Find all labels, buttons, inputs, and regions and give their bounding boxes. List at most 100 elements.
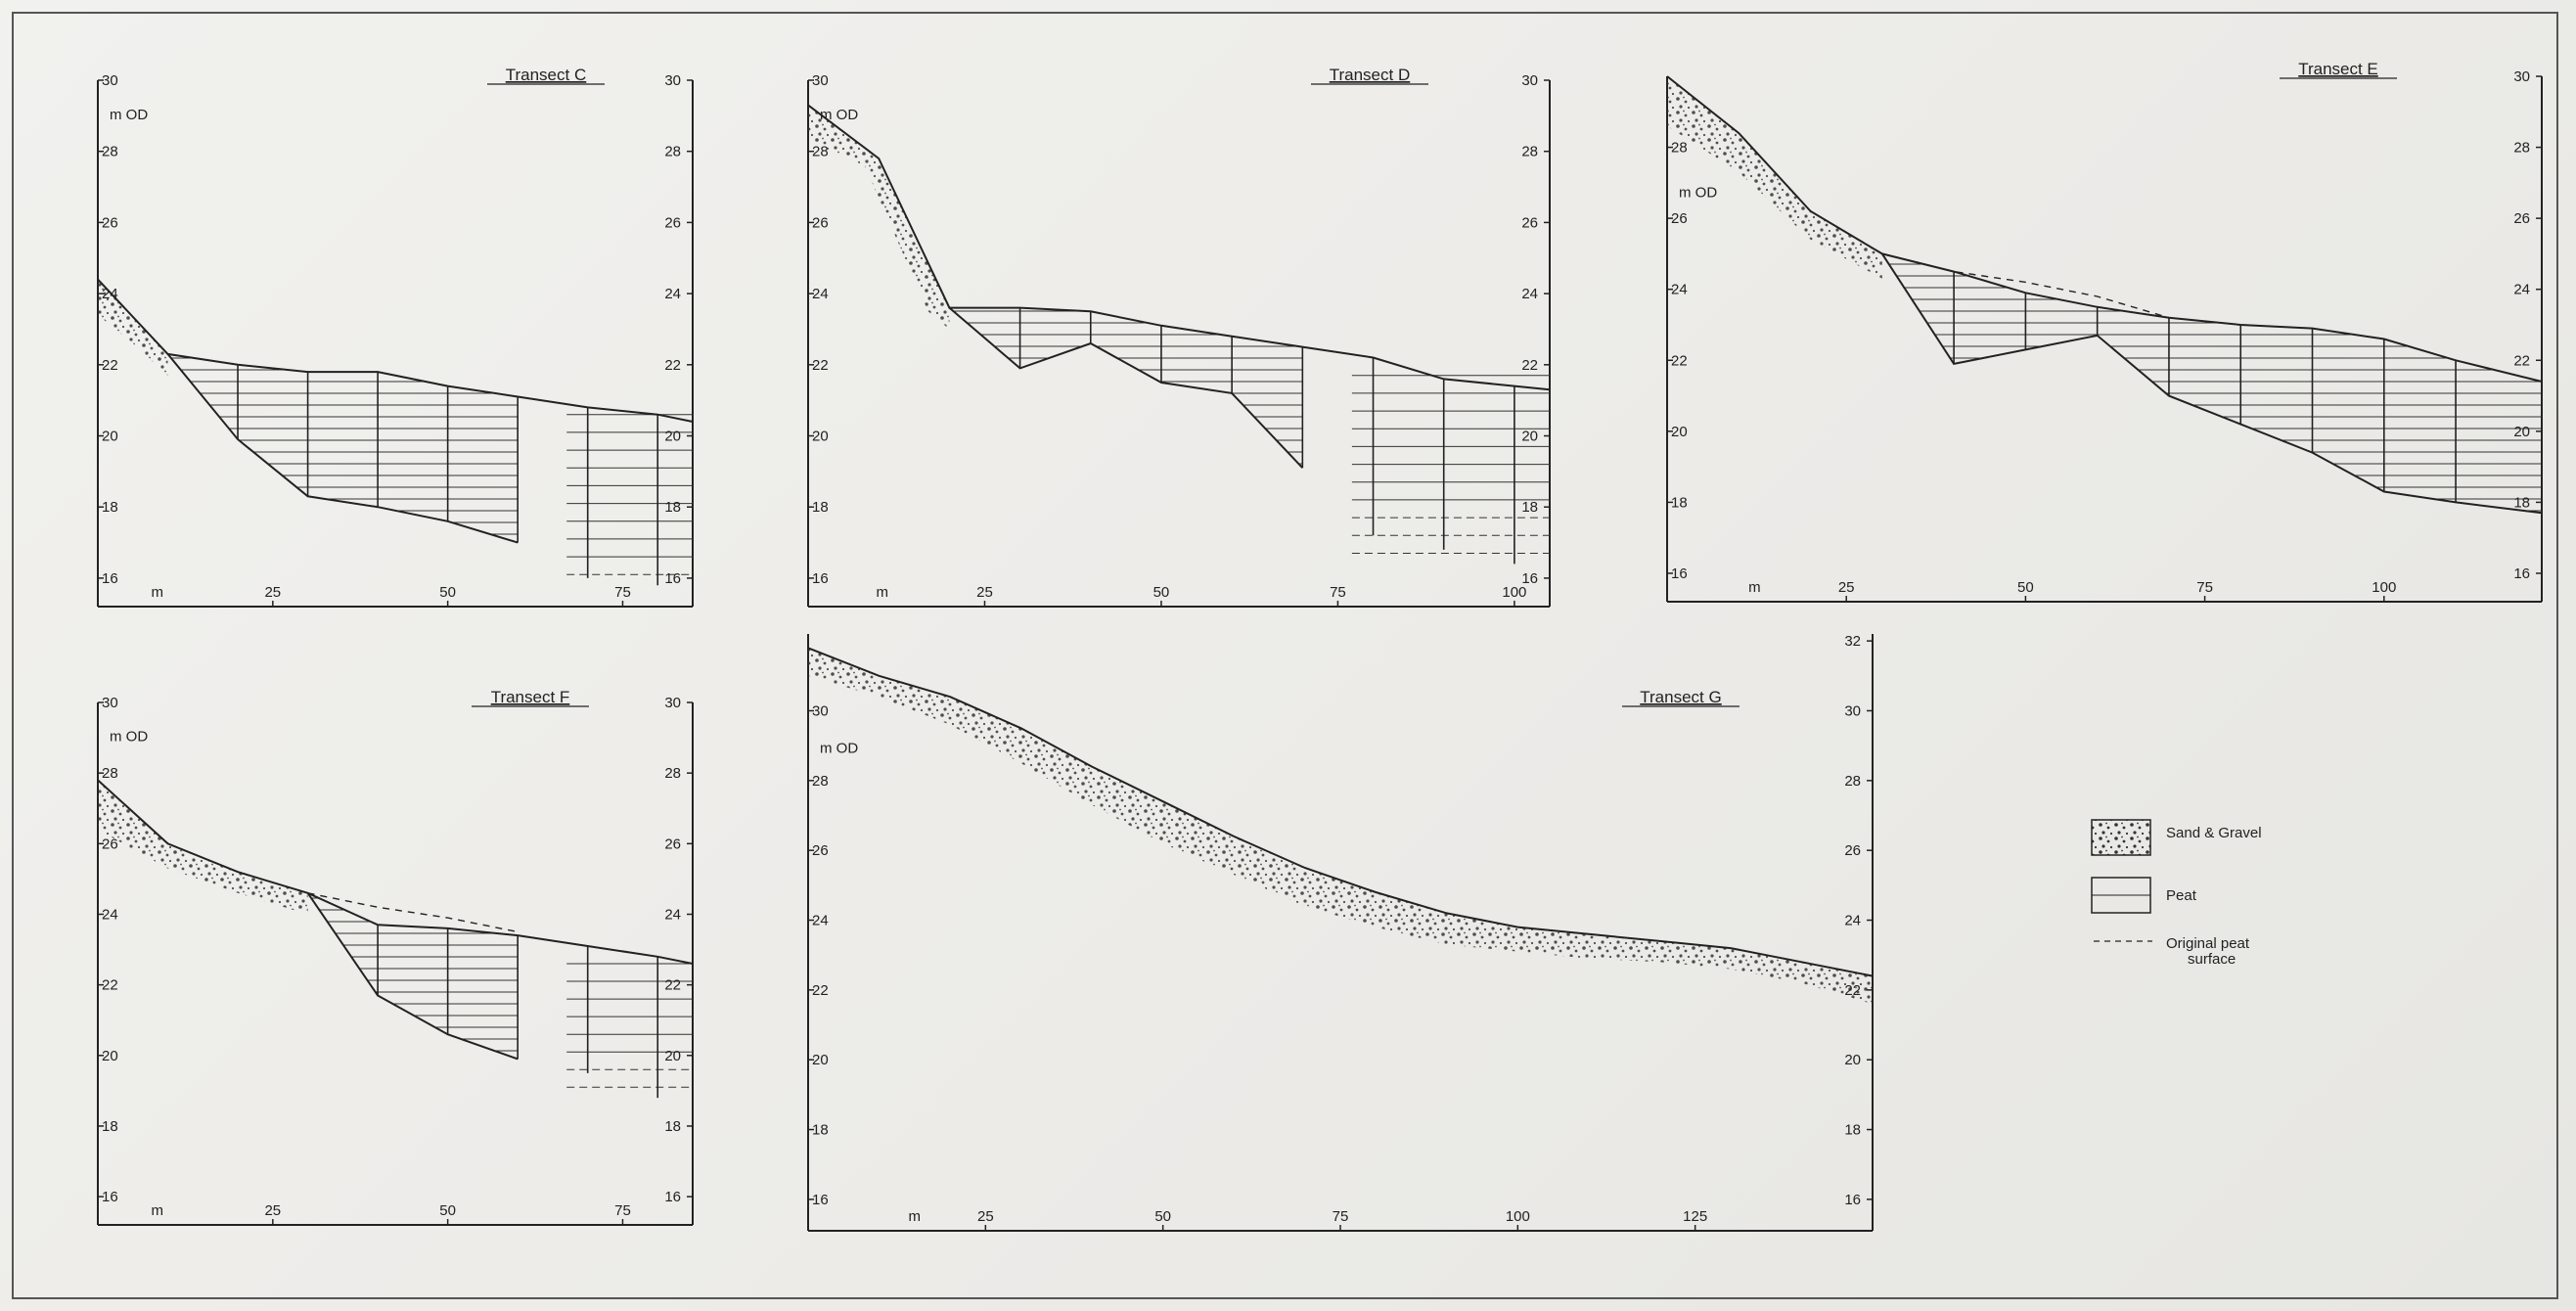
left-tick-label: 16 [102, 570, 118, 587]
x-tick-label: 100 [2372, 579, 2396, 596]
right-tick-label: 20 [1844, 1052, 1861, 1068]
left-tick-label: 16 [1671, 565, 1688, 582]
sand-gravel-fill [808, 648, 1873, 1005]
left-tick-label: 28 [1671, 140, 1688, 157]
right-tick-label: 20 [664, 1048, 681, 1064]
x-tick-label: 25 [264, 584, 281, 601]
original-peat-surface-line [307, 892, 519, 933]
left-tick-label: 24 [102, 286, 118, 302]
right-tick-label: 26 [664, 214, 681, 231]
right-tick-label: 30 [1844, 702, 1861, 719]
right-tick-label: 18 [664, 1118, 681, 1135]
x-tick-label: 50 [2017, 579, 2034, 596]
right-tick-label: 18 [1844, 1122, 1861, 1139]
transect-title: Transect D [1330, 66, 1411, 84]
x-axis-unit-label: m [1748, 579, 1761, 596]
peat-fill [1881, 253, 2542, 514]
peat-base-line [306, 892, 519, 1061]
x-tick-label: 75 [1330, 584, 1346, 601]
left-tick-label: 22 [102, 357, 118, 374]
left-tick-label: 24 [812, 913, 829, 929]
x-tick-label: 25 [1838, 579, 1855, 596]
left-tick-label: 20 [812, 1052, 829, 1068]
x-tick-label: 100 [1502, 584, 1526, 601]
left-tick-label: 30 [102, 72, 118, 89]
peat-fill [949, 307, 1303, 469]
left-tick-label: 28 [812, 773, 829, 790]
right-tick-label: 20 [2513, 424, 2530, 440]
left-tick-label: 24 [812, 286, 829, 302]
right-tick-label: 26 [664, 836, 681, 852]
left-tick-label: 30 [812, 72, 829, 89]
right-tick-label: 30 [1521, 72, 1538, 89]
left-tick-label: 26 [102, 214, 118, 231]
right-tick-label: 24 [1521, 286, 1538, 302]
original-peat-surface-line [1881, 252, 2170, 319]
sand-gravel-fill [98, 780, 308, 915]
right-tick-label: 30 [2513, 68, 2530, 85]
right-tick-label: 22 [1844, 982, 1861, 999]
right-tick-label: 24 [1844, 913, 1861, 929]
right-tick-label: 28 [664, 144, 681, 160]
sand-gravel-fill [1667, 76, 1882, 279]
left-tick-label: 26 [812, 214, 829, 231]
left-tick-label: 22 [102, 977, 118, 994]
left-tick-label: 22 [812, 982, 829, 999]
sand-gravel-fill [808, 105, 950, 330]
left-tick-label: 24 [1671, 282, 1688, 298]
sheet-border [12, 12, 2558, 1299]
right-tick-label: 18 [2513, 494, 2530, 511]
sand-gravel-fill [98, 279, 168, 376]
legend: Sand & Gravel Peat Original peat surface [2091, 819, 2262, 968]
right-tick-label: 30 [664, 695, 681, 711]
right-tick-label: 24 [2513, 282, 2530, 298]
right-tick-label: 16 [2513, 565, 2530, 582]
peat-fill [167, 353, 519, 543]
left-tick-label: 20 [1671, 424, 1688, 440]
x-tick-label: 50 [1153, 584, 1170, 601]
right-tick-label: 18 [1521, 499, 1538, 516]
x-axis-unit-label: m [152, 1202, 164, 1219]
x-tick-label: 75 [614, 1202, 631, 1219]
right-tick-label: 24 [664, 906, 681, 923]
ground-surface-line [807, 647, 1874, 977]
left-tick-label: 22 [812, 357, 829, 374]
peat-base-line [1880, 252, 2543, 515]
right-tick-label: 16 [1844, 1192, 1861, 1208]
right-tick-label: 22 [1521, 357, 1538, 374]
left-tick-label: 20 [102, 1048, 118, 1064]
right-tick-label: 26 [1844, 842, 1861, 859]
right-tick-label: 28 [1844, 773, 1861, 790]
transect-title: Transect G [1640, 688, 1721, 706]
right-tick-label: 22 [2513, 352, 2530, 369]
x-tick-label: 25 [977, 1208, 994, 1225]
transect-title: Transect E [2298, 60, 2378, 78]
x-tick-label: 100 [1506, 1208, 1530, 1225]
y-unit-label: m OD [110, 107, 148, 123]
left-tick-label: 30 [102, 695, 118, 711]
ground-surface-line [97, 779, 694, 965]
right-tick-label: 26 [1521, 214, 1538, 231]
right-tick-label: 28 [1521, 144, 1538, 160]
left-tick-label: 18 [812, 499, 829, 516]
left-tick-label: 26 [812, 842, 829, 859]
left-tick-label: 18 [812, 1122, 829, 1139]
x-axis-unit-label: m [152, 584, 164, 601]
legend-sand-gravel-label: Sand & Gravel [2166, 825, 2262, 841]
right-tick-label: 20 [1521, 429, 1538, 445]
left-tick-label: 16 [102, 1189, 118, 1205]
legend-original-surface-label-line2: surface [2188, 951, 2236, 968]
peat-base-line [166, 353, 519, 544]
left-tick-label: 28 [102, 144, 118, 160]
legend-original-surface-label: Original peat [2166, 935, 2250, 952]
x-axis-unit-label: m [909, 1208, 922, 1225]
left-tick-label: 18 [1671, 494, 1688, 511]
ground-surface-line [807, 104, 1551, 391]
x-tick-label: 50 [439, 1202, 456, 1219]
peat-fill [307, 892, 519, 1060]
left-tick-label: 22 [1671, 352, 1688, 369]
x-tick-label: 25 [264, 1202, 281, 1219]
y-unit-label: m OD [1679, 184, 1717, 201]
